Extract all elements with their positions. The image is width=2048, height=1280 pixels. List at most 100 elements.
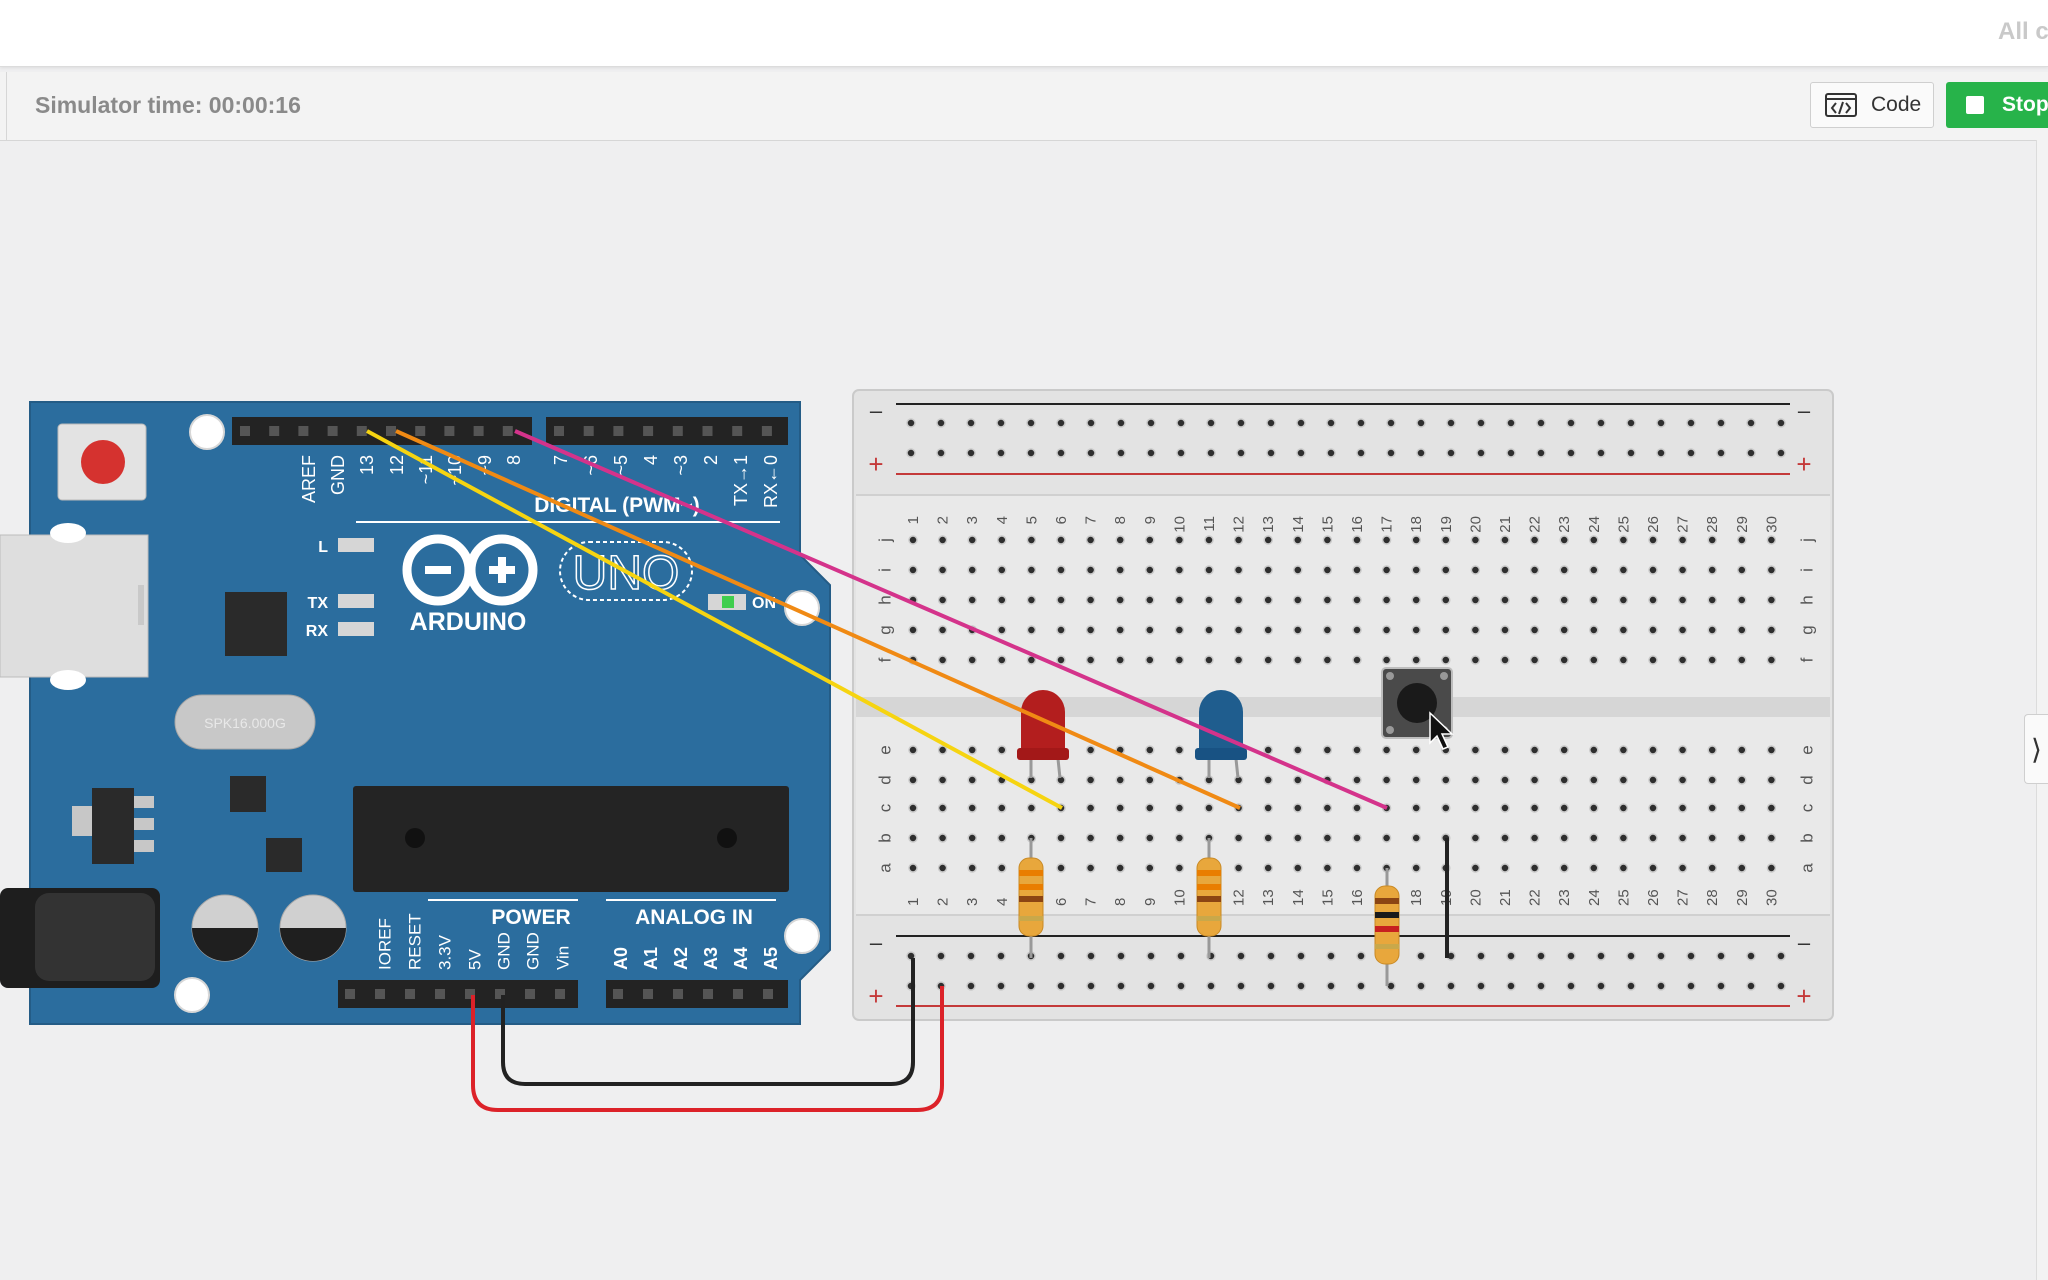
breadboard-hole[interactable] — [967, 565, 977, 575]
breadboard-hole[interactable] — [1566, 951, 1576, 961]
breadboard-hole[interactable] — [1656, 418, 1666, 428]
breadboard-hole[interactable] — [1116, 951, 1126, 961]
breadboard-hole[interactable] — [1776, 418, 1786, 428]
breadboard-hole[interactable] — [1026, 565, 1037, 575]
header-pin-hole[interactable] — [356, 426, 367, 436]
breadboard-hole[interactable] — [1746, 418, 1756, 428]
breadboard-hole[interactable] — [1381, 535, 1392, 545]
breadboard-hole[interactable] — [908, 625, 918, 635]
header-pin-hole[interactable] — [502, 426, 513, 436]
breadboard-hole[interactable] — [1589, 745, 1599, 755]
header-pin-hole[interactable] — [345, 989, 355, 999]
breadboard-hole[interactable] — [1056, 951, 1066, 961]
breadboard-hole[interactable] — [908, 745, 918, 755]
breadboard-hole[interactable] — [1115, 595, 1125, 605]
breadboard-hole[interactable] — [1648, 625, 1658, 635]
breadboard-hole[interactable] — [1352, 565, 1362, 575]
breadboard-hole[interactable] — [997, 655, 1007, 665]
wire-red-5v[interactable] — [471, 986, 944, 1112]
breadboard-hole[interactable] — [1446, 448, 1456, 458]
breadboard-hole[interactable] — [1145, 625, 1155, 635]
breadboard-hole[interactable] — [937, 745, 948, 755]
breadboard-hole[interactable] — [936, 951, 946, 961]
breadboard-hole[interactable] — [1026, 803, 1037, 813]
breadboard-hole[interactable] — [1766, 863, 1777, 873]
breadboard-hole[interactable] — [1618, 833, 1629, 843]
breadboard-hole[interactable] — [1411, 833, 1421, 843]
breadboard-hole[interactable] — [1737, 803, 1747, 813]
breadboard-hole[interactable] — [1056, 655, 1066, 665]
header-pin-hole[interactable] — [298, 426, 309, 436]
breadboard-hole[interactable] — [967, 863, 977, 873]
breadboard-hole[interactable] — [1500, 625, 1510, 635]
breadboard-hole[interactable] — [1233, 595, 1244, 605]
breadboard-hole[interactable] — [1470, 565, 1481, 575]
breadboard-hole[interactable] — [1589, 595, 1599, 605]
breadboard-hole[interactable] — [1174, 745, 1185, 755]
breadboard-hole[interactable] — [1026, 448, 1036, 458]
breadboard-hole[interactable] — [1559, 595, 1569, 605]
breadboard-hole[interactable] — [1529, 535, 1540, 545]
breadboard-hole[interactable] — [1589, 535, 1599, 545]
breadboard-hole[interactable] — [1411, 655, 1421, 665]
breadboard-hole[interactable] — [1085, 655, 1096, 665]
breadboard-hole[interactable] — [1085, 565, 1096, 575]
breadboard-hole[interactable] — [1115, 625, 1125, 635]
breadboard-hole[interactable] — [1626, 951, 1636, 961]
breadboard-hole[interactable] — [1026, 535, 1037, 545]
breadboard-hole[interactable] — [1776, 981, 1786, 991]
breadboard-hole[interactable] — [1236, 981, 1246, 991]
breadboard-hole[interactable] — [1559, 535, 1569, 545]
breadboard-hole[interactable] — [1707, 595, 1717, 605]
breadboard-hole[interactable] — [1656, 951, 1666, 961]
breadboard-hole[interactable] — [1589, 625, 1599, 635]
breadboard-hole[interactable] — [1056, 863, 1066, 873]
breadboard-hole[interactable] — [1686, 448, 1696, 458]
breadboard-hole[interactable] — [1146, 951, 1156, 961]
breadboard-hole[interactable] — [1470, 535, 1481, 545]
breadboard-hole[interactable] — [967, 745, 977, 755]
breadboard-hole[interactable] — [1056, 418, 1066, 428]
breadboard-hole[interactable] — [1500, 803, 1510, 813]
breadboard-hole[interactable] — [967, 595, 977, 605]
breadboard-hole[interactable] — [1416, 448, 1426, 458]
breadboard-hole[interactable] — [1529, 625, 1540, 635]
breadboard-hole[interactable] — [1737, 775, 1747, 785]
breadboard-hole[interactable] — [937, 565, 948, 575]
breadboard-hole[interactable] — [1500, 535, 1510, 545]
breadboard-hole[interactable] — [1441, 803, 1451, 813]
breadboard-hole[interactable] — [1776, 448, 1786, 458]
breadboard-hole[interactable] — [1677, 625, 1688, 635]
breadboard-hole[interactable] — [996, 981, 1006, 991]
breadboard-hole[interactable] — [966, 951, 976, 961]
breadboard-hole[interactable] — [1263, 595, 1273, 605]
breadboard-hole[interactable] — [1204, 655, 1214, 665]
breadboard-hole[interactable] — [1707, 775, 1717, 785]
breadboard-hole[interactable] — [1233, 565, 1244, 575]
breadboard-hole[interactable] — [1618, 595, 1629, 605]
breadboard-hole[interactable] — [1293, 745, 1303, 755]
breadboard-hole[interactable] — [1086, 981, 1096, 991]
circuit-canvas[interactable]: SPK16.000G AREFGND1312~11~10~987~6~54~32… — [0, 140, 2036, 1280]
header-pin-hole[interactable] — [761, 426, 772, 436]
breadboard-hole[interactable] — [1766, 565, 1777, 575]
breadboard-hole[interactable] — [1086, 951, 1096, 961]
breadboard-hole[interactable] — [1293, 803, 1303, 813]
header-pin-hole[interactable] — [702, 426, 713, 436]
breadboard-hole[interactable] — [1115, 565, 1125, 575]
breadboard-hole[interactable] — [997, 625, 1007, 635]
breadboard-hole[interactable] — [997, 595, 1007, 605]
breadboard-hole[interactable] — [1056, 535, 1066, 545]
breadboard-hole[interactable] — [1115, 863, 1125, 873]
led-red[interactable] — [1017, 690, 1069, 779]
breadboard-hole[interactable] — [1618, 535, 1629, 545]
breadboard-hole[interactable] — [1446, 418, 1456, 428]
breadboard-hole[interactable] — [908, 833, 918, 843]
breadboard-hole[interactable] — [1386, 448, 1396, 458]
breadboard-hole[interactable] — [996, 448, 1006, 458]
breadboard-hole[interactable] — [1559, 745, 1569, 755]
breadboard-hole[interactable] — [1352, 803, 1362, 813]
breadboard-hole[interactable] — [1536, 418, 1546, 428]
breadboard-hole[interactable] — [1648, 775, 1658, 785]
breadboard-hole[interactable] — [1677, 565, 1688, 575]
